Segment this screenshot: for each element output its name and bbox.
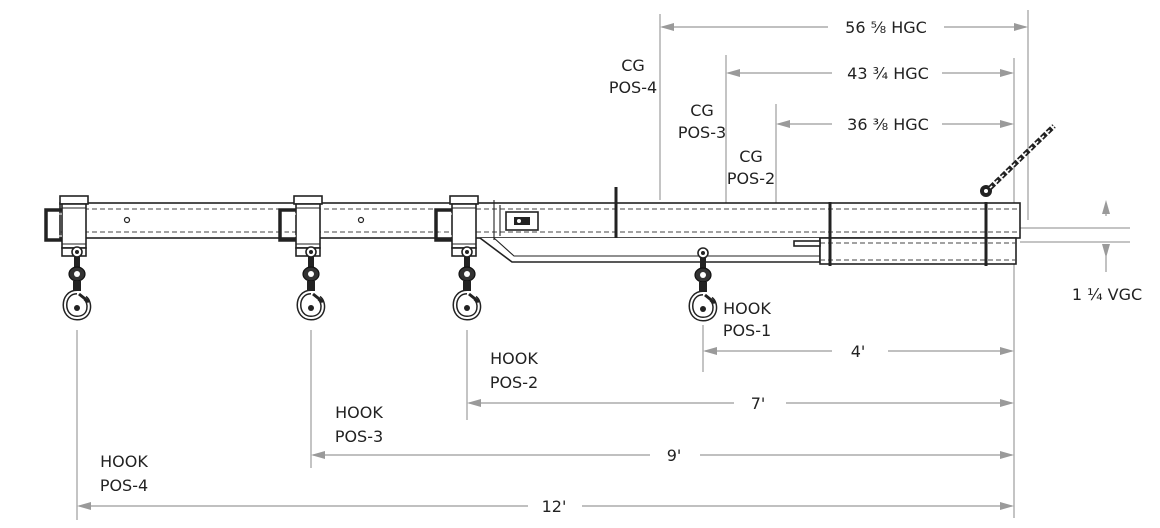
- cg-label-pos4: CG POS-4: [609, 56, 657, 97]
- length-label-4: 4': [851, 342, 866, 361]
- hook-pos1-line1: HOOK: [723, 299, 771, 318]
- hook-collar-pos4: [44, 194, 89, 318]
- length-label-12: 12': [542, 497, 567, 516]
- hook-pos2-line1: HOOK: [490, 349, 538, 368]
- hgc-label-1: 56 ⅝ HGC: [845, 18, 927, 37]
- hook-label-pos4: HOOK POS-4: [100, 452, 149, 495]
- hook-pos3-line2: POS-3: [335, 427, 383, 446]
- length-dimension-12: 12': [77, 497, 1014, 516]
- hook-pos1-line2: POS-1: [723, 321, 771, 340]
- hook-pos2-line2: POS-2: [490, 373, 538, 392]
- cg-pos3-line1: CG: [690, 101, 714, 120]
- cg-pos3-line2: POS-3: [678, 123, 726, 142]
- hook-collar-pos3: [278, 194, 323, 318]
- cg-pos4-line1: CG: [621, 56, 645, 75]
- length-dimension-9: 9': [311, 446, 1014, 465]
- length-dimension-7: 7': [467, 394, 1014, 413]
- hgc-label-3: 36 ⅜ HGC: [847, 115, 929, 134]
- hgc-dimension-43: 43 ¾ HGC: [726, 64, 1014, 83]
- cg-label-pos2: CG POS-2: [727, 147, 775, 188]
- length-dimension-4: 4': [703, 342, 1014, 361]
- hook-label-pos1: HOOK POS-1: [723, 299, 772, 340]
- cg-label-pos3: CG POS-3: [678, 101, 726, 142]
- boom-body: [59, 187, 1021, 266]
- hook-pos4-line2: POS-4: [100, 476, 148, 495]
- hook-label-pos2: HOOK POS-2: [490, 349, 539, 392]
- hook-pos3-line1: HOOK: [335, 403, 383, 422]
- chain: [980, 124, 1056, 197]
- cg-pos2-line1: CG: [739, 147, 763, 166]
- cg-pos4-line2: POS-4: [609, 78, 657, 97]
- vgc-label: 1 ¼ VGC: [1072, 285, 1142, 304]
- hgc-label-2: 43 ¾ HGC: [847, 64, 929, 83]
- vgc-dimension: 1 ¼ VGC: [1072, 200, 1142, 304]
- cg-pos2-line2: POS-2: [727, 169, 775, 188]
- extension-lines: [76, 10, 1130, 520]
- hook-pos4-line1: HOOK: [100, 452, 148, 471]
- hgc-dimension-36: 36 ⅜ HGC: [776, 115, 1014, 134]
- hook-label-pos3: HOOK POS-3: [335, 403, 384, 446]
- length-label-9: 9': [667, 446, 682, 465]
- length-label-7: 7': [751, 394, 766, 413]
- hook-collar-pos2: [434, 194, 479, 318]
- hgc-dimension-56: 56 ⅝ HGC: [660, 18, 1028, 37]
